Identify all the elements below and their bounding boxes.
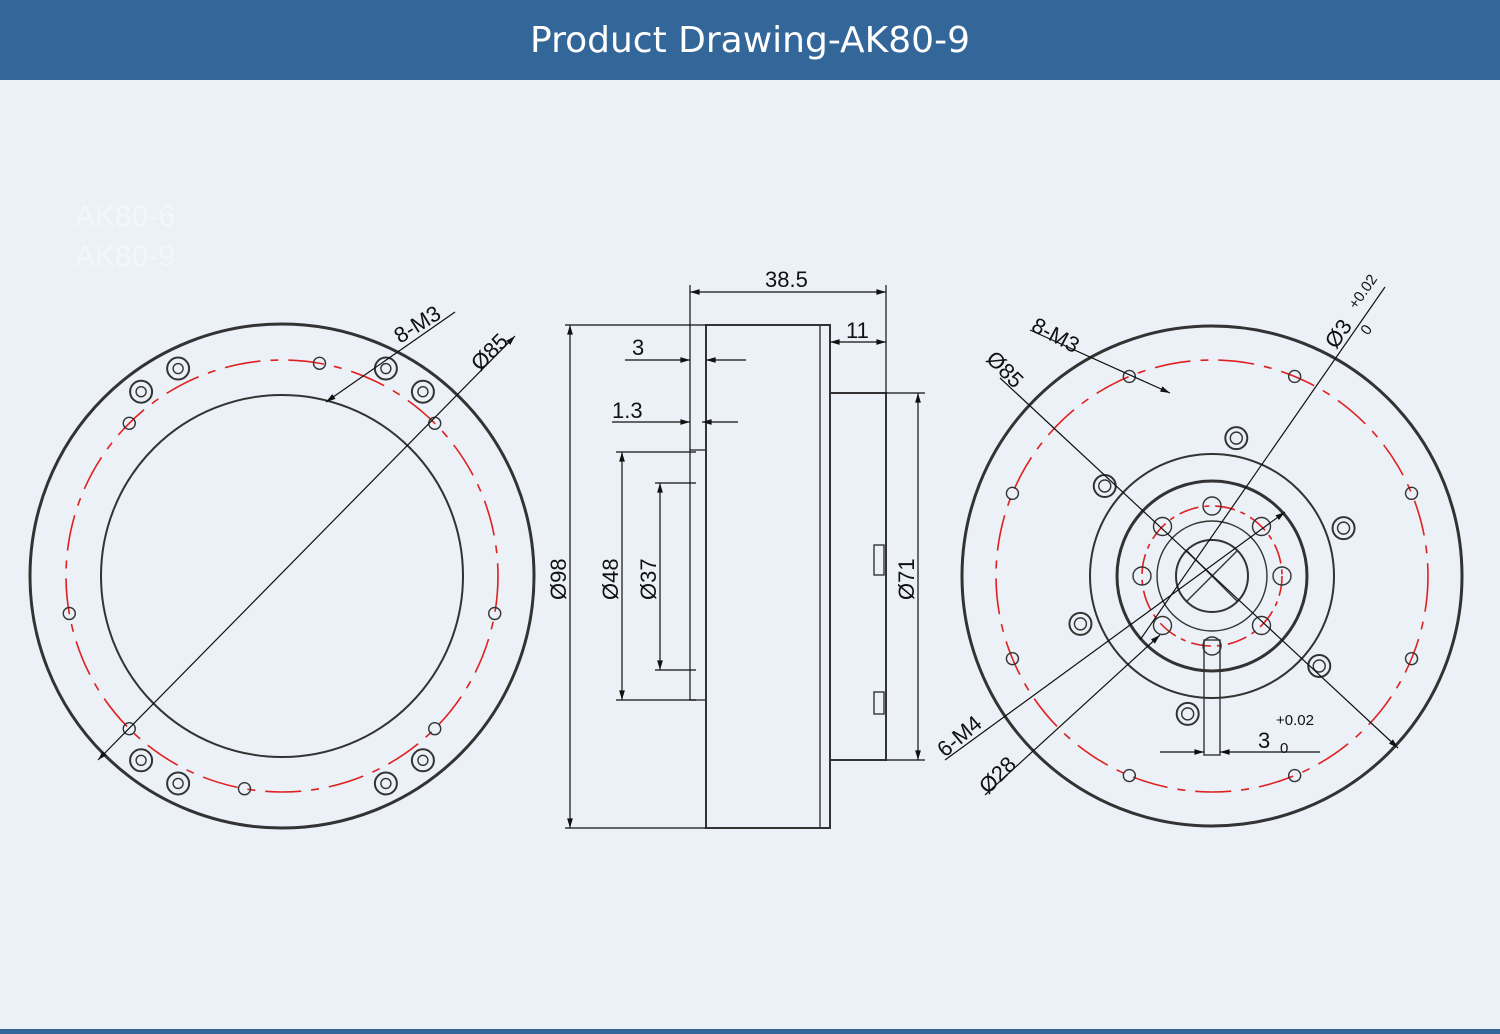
slot-tol-lower: 0: [1280, 740, 1288, 757]
bolt-hole-icon: [1336, 521, 1351, 535]
bolt-hole-icon: [166, 356, 191, 381]
rear-hole-label: 8-M3: [1028, 312, 1084, 358]
rear-view: Ø85 8-M3 Ø3 +0.02 0 6-M4 Ø28 3 +0.02 0: [932, 271, 1464, 828]
bolt-hole-icon: [172, 362, 184, 375]
mounting-hole-icon: [1287, 768, 1302, 783]
flange-thickness-dim: 1.3: [612, 398, 643, 423]
bolt-hole-icon: [1307, 653, 1332, 678]
bolt-hole-icon: [1180, 707, 1195, 721]
mounting-hole-icon: [428, 722, 442, 736]
bolt-hole-icon: [1175, 701, 1200, 726]
bolt-hole-icon: [373, 771, 398, 796]
side-view: 38.5 11 3 1.3 Ø98 Ø48 Ø37 Ø71: [546, 267, 925, 829]
bolt-hole-icon: [1312, 659, 1326, 673]
watermark-text: AK80-9: [75, 240, 176, 273]
bolt-hole-icon: [1331, 516, 1356, 541]
page-title: Product Drawing-AK80-9: [530, 19, 970, 61]
bolt-hole-icon: [135, 754, 147, 767]
bolt-hole-icon: [1073, 617, 1088, 631]
front-hole-label: 8-M3: [389, 300, 445, 348]
screw-hole-icon: [1132, 566, 1152, 586]
bolt-hole-icon: [1092, 474, 1117, 499]
pin-label: Ø3: [1320, 314, 1357, 352]
mounting-hole-icon: [1122, 768, 1137, 783]
bolt-pcd-label: Ø28: [974, 751, 1021, 798]
bolt-hole-icon: [380, 362, 392, 375]
length-dim: 38.5: [765, 267, 808, 292]
screw-hole-icon: [1272, 566, 1292, 586]
bolt-hole-icon: [129, 379, 154, 404]
flange-diameter-dim: Ø48: [598, 558, 623, 600]
mounting-hole-icon: [1005, 486, 1020, 501]
bolt-hole-icon: [135, 385, 147, 398]
footer-bar: [0, 1029, 1500, 1034]
header-bar: Product Drawing-AK80-9: [0, 0, 1500, 80]
mounting-hole-icon: [1005, 651, 1020, 666]
outer-diameter-dim: Ø98: [546, 558, 571, 600]
bolt-hole-icon: [1098, 479, 1112, 493]
bolt-hole-icon: [1224, 426, 1249, 451]
mounting-hole-icon: [1122, 369, 1137, 384]
mounting-hole-icon: [1404, 651, 1419, 666]
front-view: Ø85 8-M3: [28, 300, 536, 830]
bolt-hole-icon: [410, 379, 435, 404]
bolt-hole-icon: [417, 385, 429, 398]
bolt-hole-icon: [129, 748, 154, 773]
mounting-hole-icon: [1287, 369, 1302, 384]
screw-hole-icon: [1251, 615, 1272, 636]
front-pcd-label: Ø85: [466, 328, 513, 375]
bolt-hole-icon: [1229, 431, 1244, 445]
rear-pcd-label: Ø85: [981, 346, 1028, 393]
mounting-hole-icon: [1404, 486, 1419, 501]
bolt-hole-icon: [172, 777, 184, 790]
pin-tol-lower: 0: [1357, 322, 1376, 339]
screw-hole-icon: [1202, 636, 1222, 656]
mounting-hole-icon: [62, 606, 76, 621]
slot-tol-upper: +0.02: [1276, 712, 1314, 729]
pin-tol-upper: +0.02: [1345, 271, 1381, 312]
mounting-hole-icon: [237, 782, 252, 796]
flange-offset-dim: 3: [632, 335, 644, 360]
bolt-hole-icon: [380, 777, 392, 790]
bolt-hole-icon: [1068, 611, 1093, 636]
bolt-hole-icon: [166, 771, 191, 796]
hub-diameter-dim: Ø71: [894, 558, 919, 600]
watermark-text: AK80-6: [75, 200, 176, 233]
slot-width-label: 3: [1258, 728, 1270, 753]
shaft-length-dim: 11: [846, 318, 869, 343]
bolt-label: 6-M4: [932, 710, 986, 761]
inner-diameter-dim: Ø37: [636, 558, 661, 600]
screw-hole-icon: [1251, 516, 1272, 537]
screw-hole-icon: [1152, 615, 1173, 636]
bolt-hole-icon: [410, 748, 435, 773]
screw-hole-icon: [1152, 516, 1173, 537]
bolt-hole-icon: [417, 754, 429, 767]
screw-hole-icon: [1202, 496, 1222, 516]
